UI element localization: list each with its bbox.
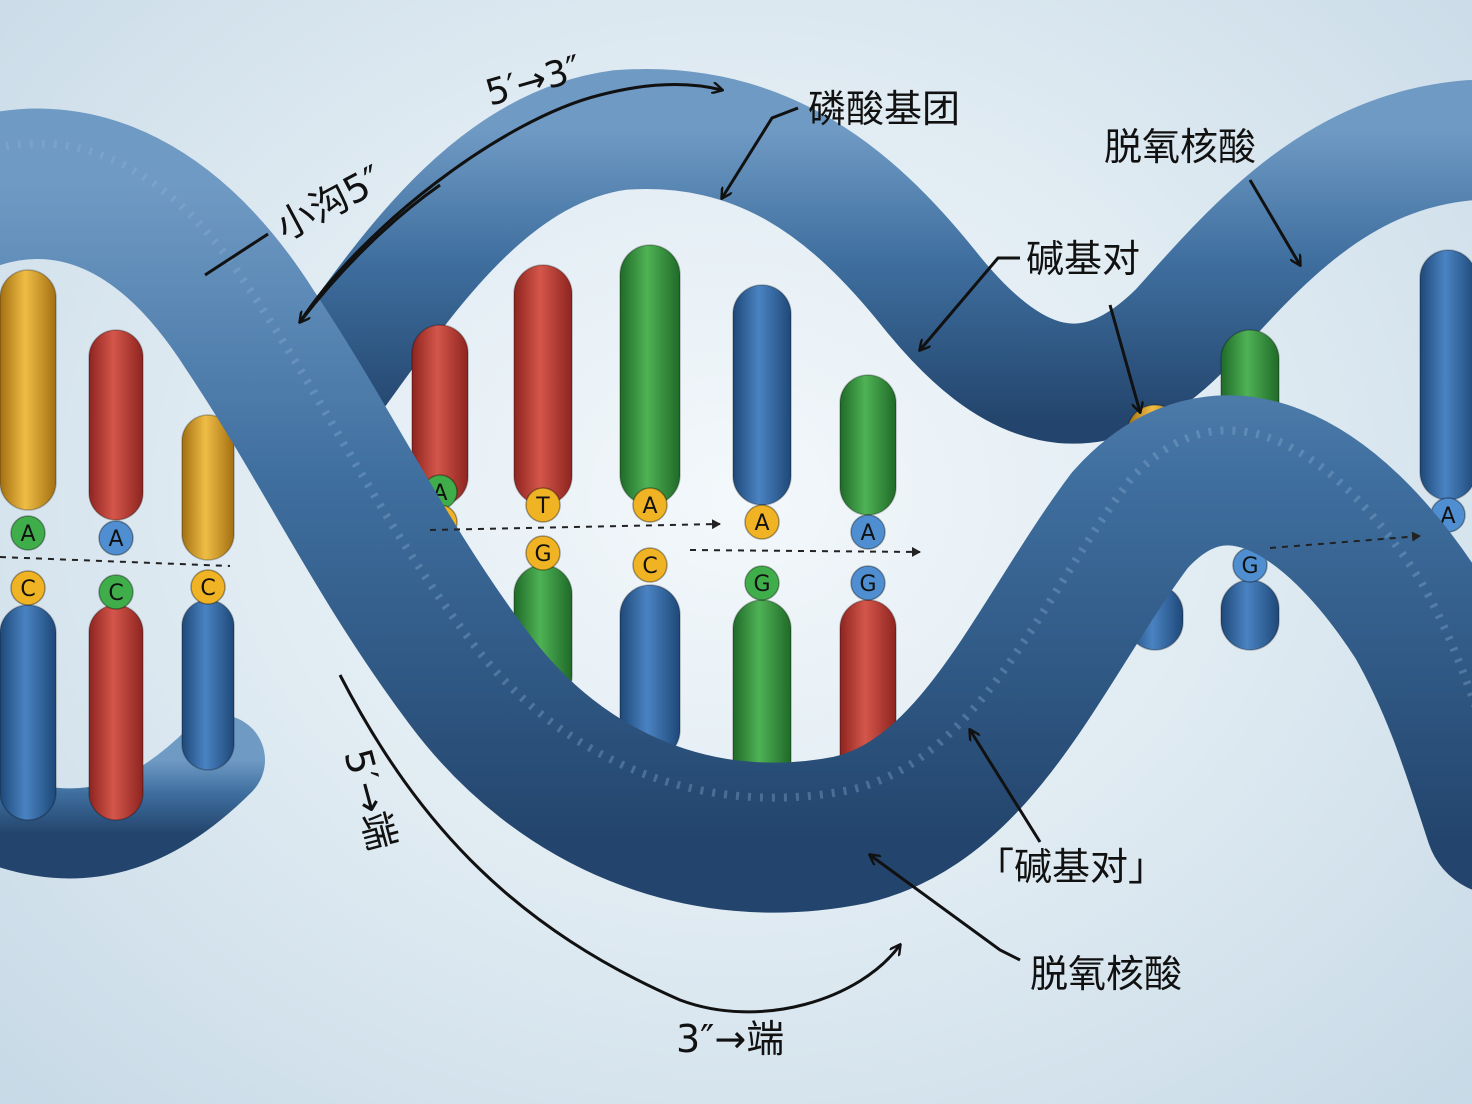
base-rod-top-2 bbox=[181, 414, 235, 561]
base-bottom-4-node bbox=[525, 535, 561, 571]
base-top-4-node bbox=[525, 487, 561, 523]
deoxy-bottom-pointer bbox=[870, 855, 1021, 962]
base-bottom-9-letter: G bbox=[1241, 554, 1258, 579]
base-pair-pointer bbox=[920, 256, 1020, 350]
base-bottom-6-letter: G bbox=[753, 572, 770, 597]
pairing-dashes bbox=[0, 519, 1421, 567]
base-top-7-node bbox=[850, 514, 886, 550]
base-bottom-2-node bbox=[190, 569, 226, 605]
base-rod-bottom-2 bbox=[181, 599, 235, 771]
deoxy-top-pointer bbox=[1248, 179, 1300, 265]
base-pair-quoted-label: 「碱基对」 bbox=[976, 845, 1167, 889]
front-strand bbox=[0, 108, 1472, 913]
base-bottom-0-letter: C bbox=[20, 577, 35, 602]
base-bottom-2-letter: C bbox=[200, 576, 215, 601]
base-bottom-7-node bbox=[850, 565, 886, 601]
base-top-1-letter: A bbox=[108, 527, 123, 552]
base-bottom-5-node bbox=[632, 547, 668, 583]
base-rod-top-0 bbox=[0, 269, 57, 511]
base-top-6-node bbox=[744, 504, 780, 540]
top-arc-arrow bbox=[298, 85, 722, 323]
base-top-5-node bbox=[632, 487, 668, 523]
base-top-6-letter: A bbox=[754, 511, 769, 536]
base-top-4-letter: T bbox=[535, 494, 550, 519]
minor-groove-pointer bbox=[204, 232, 269, 277]
base-top-1-node bbox=[98, 520, 134, 556]
base-top-7-letter: A bbox=[860, 521, 875, 546]
base-pair-right-pointer bbox=[1108, 304, 1140, 412]
base-pair-label: 碱基对 bbox=[1026, 237, 1141, 281]
annotation-arrows bbox=[204, 85, 1300, 1014]
base-top-0-letter: A bbox=[20, 522, 35, 547]
base-bottom-1-letter: C bbox=[108, 581, 123, 606]
base-bottom-6-node bbox=[744, 565, 780, 601]
base-rod-bottom-1 bbox=[88, 604, 144, 821]
phosphate-group-label: 磷酸基团 bbox=[808, 87, 961, 131]
base-top-5-letter: A bbox=[642, 494, 657, 519]
three-prime-end-label: 3″→端 bbox=[676, 1017, 785, 1061]
base-rod-bottom-0 bbox=[0, 604, 57, 821]
top-arc-left-arrow bbox=[300, 183, 441, 322]
base-top-10-letter: A bbox=[1440, 504, 1455, 529]
base-top-0-node bbox=[10, 515, 46, 551]
deoxynucleic-acid-top-label: 脱氧核酸 bbox=[1104, 125, 1257, 169]
base-rod-top-7 bbox=[839, 374, 897, 516]
phosphate-pointer bbox=[722, 106, 799, 198]
base-bottom-1-node bbox=[98, 574, 134, 610]
back-strand bbox=[0, 69, 1472, 879]
base-rod-top-10 bbox=[1419, 249, 1472, 501]
base-rod-bottom-9 bbox=[1220, 579, 1280, 651]
deoxynucleic-acid-bottom-label: 脱氧核酸 bbox=[1030, 952, 1183, 996]
base-rod-top-1 bbox=[88, 329, 144, 521]
base-rod-top-5 bbox=[619, 244, 681, 506]
base-bottom-5-letter: C bbox=[642, 554, 657, 579]
base-rod-top-6 bbox=[732, 284, 792, 506]
base-bottom-0-node bbox=[10, 570, 46, 606]
quoted-base-pair-pointer bbox=[970, 730, 1042, 843]
bottom-arc-arrow bbox=[338, 674, 900, 1014]
base-bottom-4-letter: G bbox=[534, 542, 551, 567]
base-bottom-7-letter: G bbox=[859, 572, 876, 597]
base-rod-top-4 bbox=[513, 264, 573, 506]
